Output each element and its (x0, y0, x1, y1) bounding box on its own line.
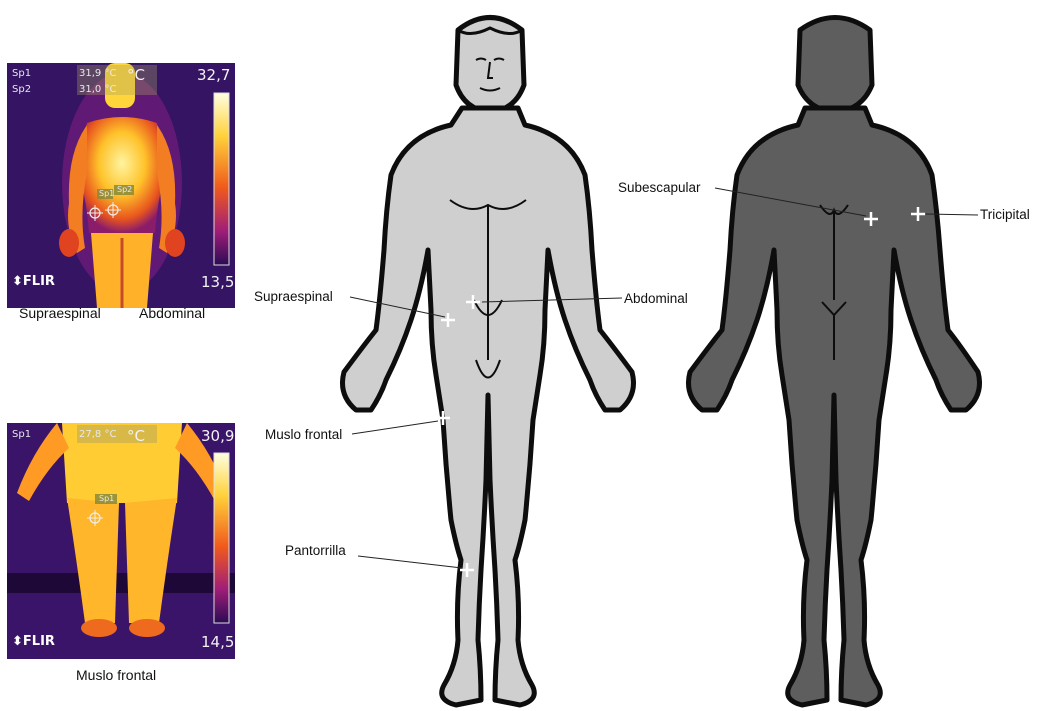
back-body-figure (689, 18, 980, 706)
label-subescapular: Subescapular (618, 180, 701, 195)
label-tricipital: Tricipital (980, 207, 1030, 222)
